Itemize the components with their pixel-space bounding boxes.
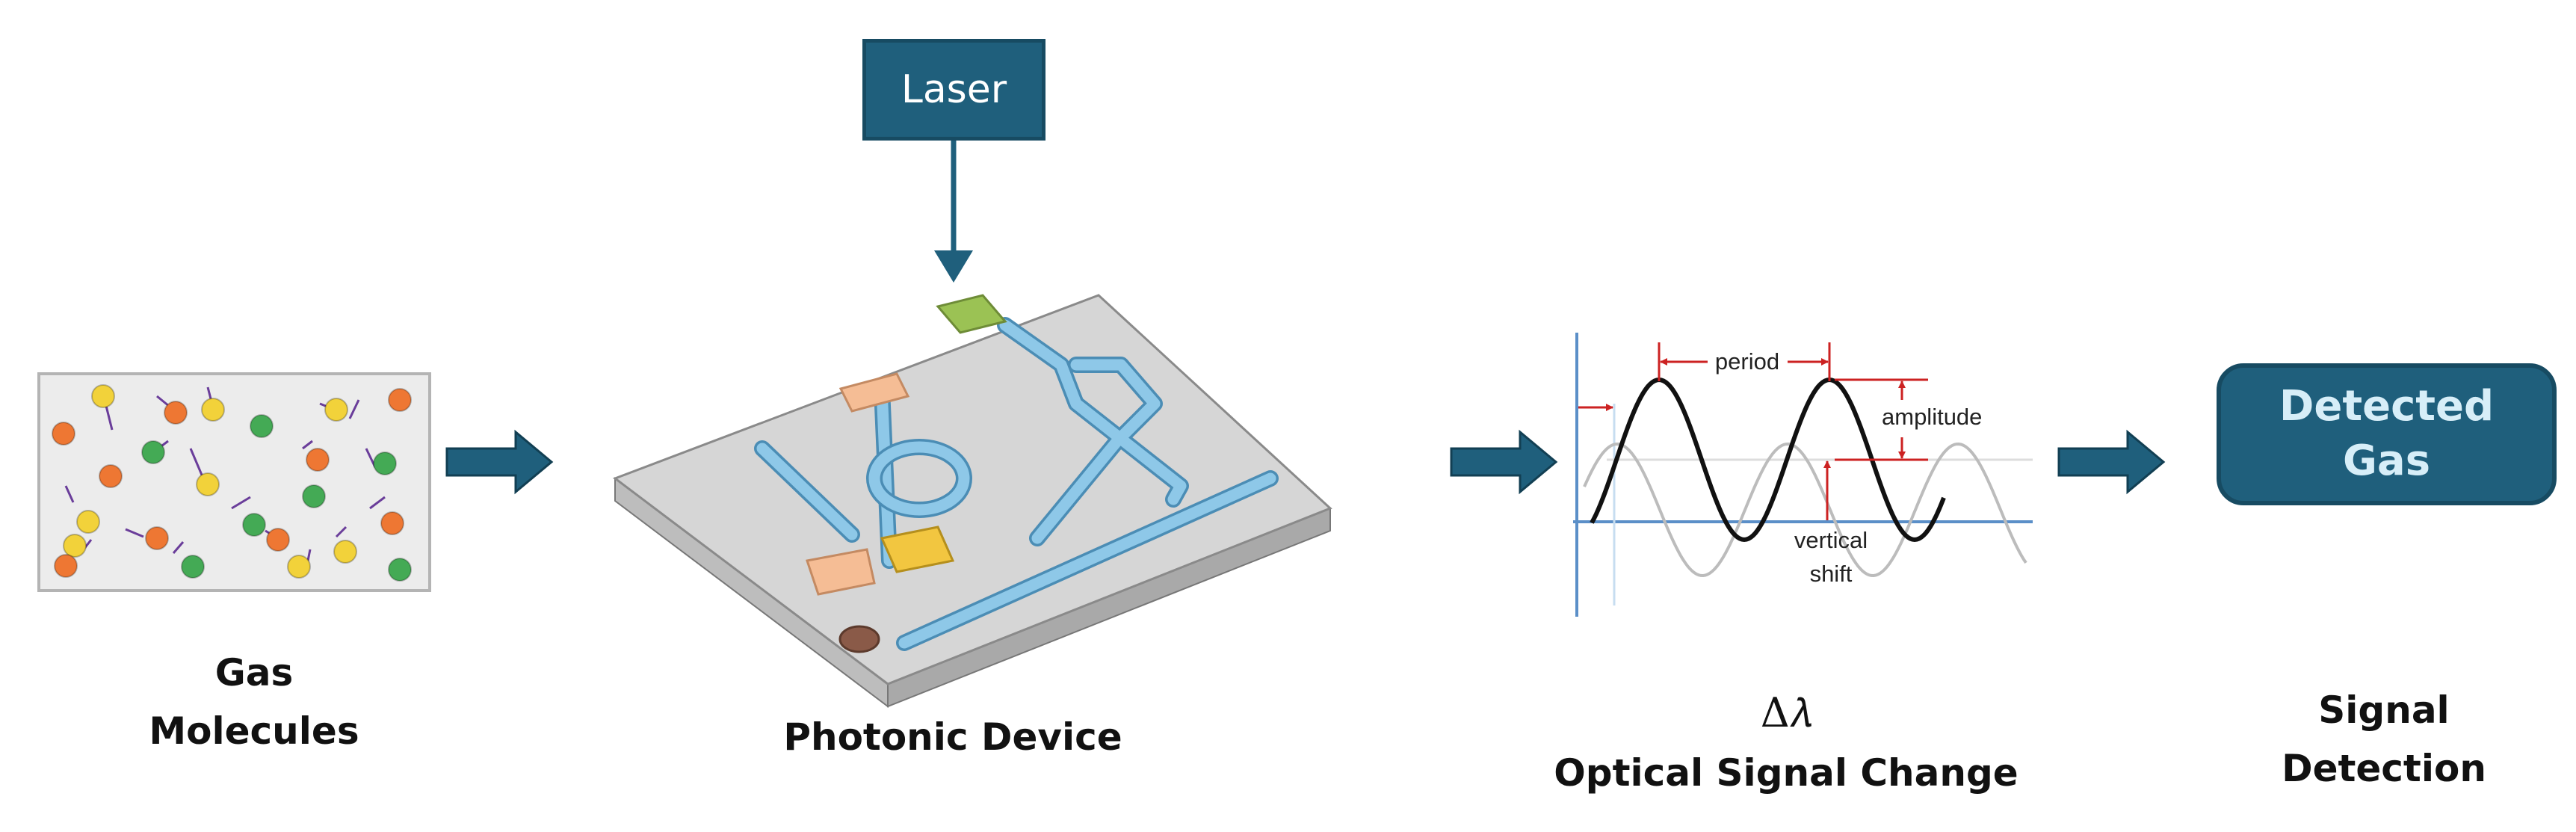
fiber-port bbox=[838, 625, 880, 653]
photonic-device bbox=[612, 294, 1332, 709]
pad-peach-bottom bbox=[806, 548, 876, 596]
waveguides bbox=[754, 317, 1279, 651]
period-label: period bbox=[1715, 348, 1779, 375]
flow-arrow-2 bbox=[1450, 429, 1558, 495]
optical-signal-caption: Δ𝜆 Optical Signal Change bbox=[1495, 682, 2078, 802]
pad-yellow bbox=[880, 526, 955, 573]
flow-arrow-3 bbox=[2057, 429, 2166, 495]
gas-molecules-box bbox=[37, 372, 431, 592]
reference-wave bbox=[1583, 442, 2027, 578]
pad-green bbox=[936, 294, 1007, 334]
flow-arrow-1 bbox=[445, 429, 554, 495]
gas-molecules bbox=[52, 384, 412, 582]
laser-arrow bbox=[934, 141, 973, 283]
optical-signal-label: Optical Signal Change bbox=[1554, 751, 2019, 795]
laser-label: Laser bbox=[901, 67, 1007, 112]
amplitude-label: amplitude bbox=[1882, 404, 1982, 430]
vertical-shift-label-2: shift bbox=[1810, 561, 1853, 587]
gas-molecules-caption: Gas Molecules bbox=[149, 651, 359, 753]
vertical-shift-label-1: vertical bbox=[1794, 527, 1868, 553]
signal-detection-caption: Signal Detection bbox=[2282, 688, 2486, 790]
laser-box: Laser bbox=[862, 39, 1045, 141]
detected-gas-box: Detected Gas bbox=[2217, 363, 2557, 505]
wave-plot: period amplitude vertical shift bbox=[1573, 333, 2033, 617]
shifted-wave bbox=[1590, 377, 1946, 543]
detected-line2: Gas bbox=[2342, 437, 2431, 485]
photonic-device-caption: Photonic Device bbox=[783, 715, 1122, 759]
chip-top bbox=[612, 294, 1332, 685]
delta-lambda-symbol: Δ𝜆 bbox=[1760, 689, 1812, 736]
detected-line1: Detected bbox=[2279, 382, 2495, 431]
pad-peach-top bbox=[838, 372, 910, 413]
